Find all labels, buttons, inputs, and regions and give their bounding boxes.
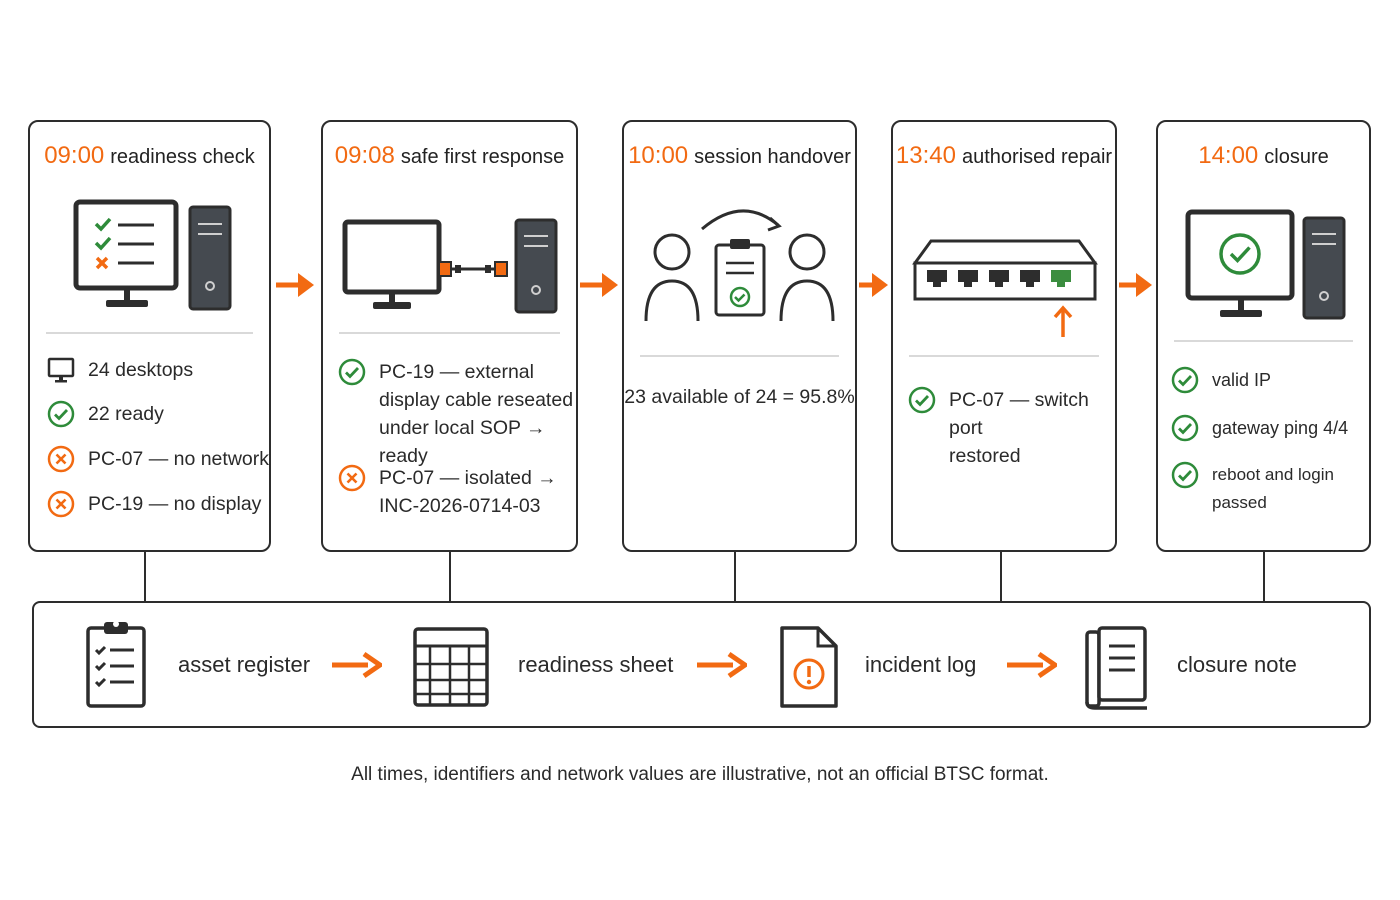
status-item: PC-07 — no network — [46, 445, 269, 474]
status-item: reboot and login passed — [1170, 461, 1369, 517]
connector-line — [1000, 552, 1002, 602]
status-text: reboot and login passed — [1212, 465, 1334, 512]
status-item: PC-19 — external display cable reseated … — [337, 358, 576, 470]
check-circle-icon — [47, 400, 75, 428]
card-divider — [909, 355, 1099, 357]
status-item: gateway ping 4/4 — [1170, 414, 1348, 443]
status-text: PC-07 — isolated → INC-2026-0714-03 — [379, 467, 557, 517]
flow-arrow-icon — [276, 273, 314, 297]
flow-arrow-icon — [332, 651, 382, 679]
network-switch-icon — [912, 239, 1098, 337]
document-label: closure note — [1177, 652, 1297, 677]
availability-text: 23 available of 24 = 95.8% — [624, 386, 855, 408]
step-label: readiness check — [110, 146, 255, 168]
spreadsheet-icon — [413, 627, 489, 707]
desktop-verified-icon — [1185, 209, 1346, 320]
step-time: 09:08 — [334, 142, 395, 169]
status-text: 22 ready — [88, 403, 164, 425]
footnote: All times, identifiers and network value… — [351, 764, 1049, 785]
step-time: 09:00 — [44, 142, 105, 169]
error-circle-icon — [47, 490, 75, 518]
document-alert-icon — [780, 626, 838, 708]
check-circle-icon — [338, 358, 366, 386]
step-time: 14:00 — [1198, 142, 1259, 169]
desktop-checklist-icon — [73, 199, 232, 311]
check-circle-icon — [908, 386, 936, 414]
status-item: PC-07 — isolated → INC-2026-0714-03 — [337, 464, 557, 520]
status-text: PC-19 — no display — [88, 493, 262, 515]
status-text: valid IP — [1212, 370, 1272, 390]
status-text: PC-19 — external display cable reseated … — [379, 361, 574, 467]
connector-line — [144, 552, 146, 602]
card-divider — [640, 355, 839, 357]
error-circle-icon — [47, 445, 75, 473]
status-text: PC-07 — switch port restored — [949, 389, 1089, 467]
connector-line — [449, 552, 451, 602]
status-text: 24 desktops — [88, 359, 194, 381]
check-circle-icon — [1171, 414, 1199, 442]
monitor-icon — [47, 357, 75, 383]
status-item: PC-07 — switch port restored — [907, 386, 1115, 470]
card-divider — [339, 332, 560, 334]
book-note-icon — [1085, 626, 1147, 710]
check-circle-icon — [1171, 366, 1199, 394]
connector-line — [1263, 552, 1265, 602]
flow-arrow-icon — [580, 273, 618, 297]
step-time: 10:00 — [628, 142, 689, 169]
document-label: readiness sheet — [518, 652, 674, 677]
step-label: authorised repair — [961, 146, 1113, 168]
status-item: 24 desktops — [46, 356, 193, 385]
step-label: session handover — [694, 146, 851, 168]
monitor-cable-icon — [342, 218, 558, 314]
step-label: safe first response — [400, 146, 565, 168]
card-divider — [46, 332, 253, 334]
card-divider — [1174, 340, 1353, 342]
step-label: closure — [1264, 146, 1329, 168]
step-time: 13:40 — [895, 142, 956, 169]
status-item: 22 ready — [46, 400, 164, 429]
document-label: incident log — [865, 652, 977, 677]
status-item: PC-19 — no display — [46, 490, 261, 519]
error-circle-icon — [338, 464, 366, 492]
flow-arrow-icon — [859, 273, 888, 297]
flow-arrow-icon — [697, 651, 747, 679]
handover-people-icon — [644, 209, 835, 322]
check-circle-icon — [1171, 461, 1199, 489]
document-label: asset register — [178, 652, 311, 677]
clipboard-checklist-icon — [86, 621, 146, 708]
connector-line — [734, 552, 736, 602]
status-text: gateway ping 4/4 — [1212, 418, 1349, 438]
flow-arrow-icon — [1007, 651, 1057, 679]
status-item: valid IP — [1170, 366, 1271, 395]
flow-arrow-icon — [1119, 273, 1152, 297]
status-text: PC-07 — no network — [88, 448, 269, 470]
